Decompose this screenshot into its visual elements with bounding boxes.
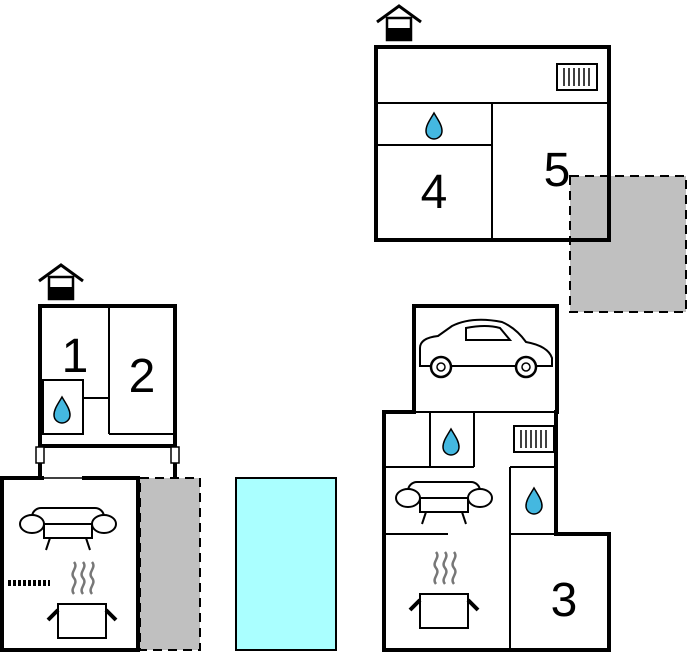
left-window (35, 446, 45, 464)
house-entrance-icon (375, 4, 423, 42)
sofa-icon (395, 481, 493, 525)
left-building: 1 2 (0, 263, 201, 652)
water-drop-icon (425, 112, 443, 140)
car-icon (419, 318, 553, 379)
room-label-2: 2 (129, 350, 156, 403)
room-label-5: 5 (544, 144, 571, 197)
left-upper-wall (38, 304, 177, 448)
sofa-icon (19, 507, 117, 551)
room-label-1: 1 (62, 330, 89, 383)
water-drop-icon (442, 428, 460, 456)
water-drop-icon (53, 396, 71, 424)
left-terrace (139, 477, 201, 651)
upper-terrace (569, 175, 687, 313)
right-building: 3 (382, 304, 611, 652)
right-outer-wall (382, 304, 611, 652)
cooking-pot-icon (408, 550, 480, 630)
upper-building: 4 5 (374, 4, 687, 313)
left-bath (42, 379, 84, 435)
right-window (170, 446, 180, 464)
house-entrance-icon (37, 263, 85, 301)
cooking-pot-icon (46, 560, 118, 640)
radiator-icon (556, 63, 598, 91)
room-label-4: 4 (421, 166, 448, 219)
room-label-3: 3 (551, 574, 578, 627)
pool (235, 477, 337, 651)
water-drop-icon (525, 487, 543, 515)
radiator-icon (513, 425, 555, 453)
